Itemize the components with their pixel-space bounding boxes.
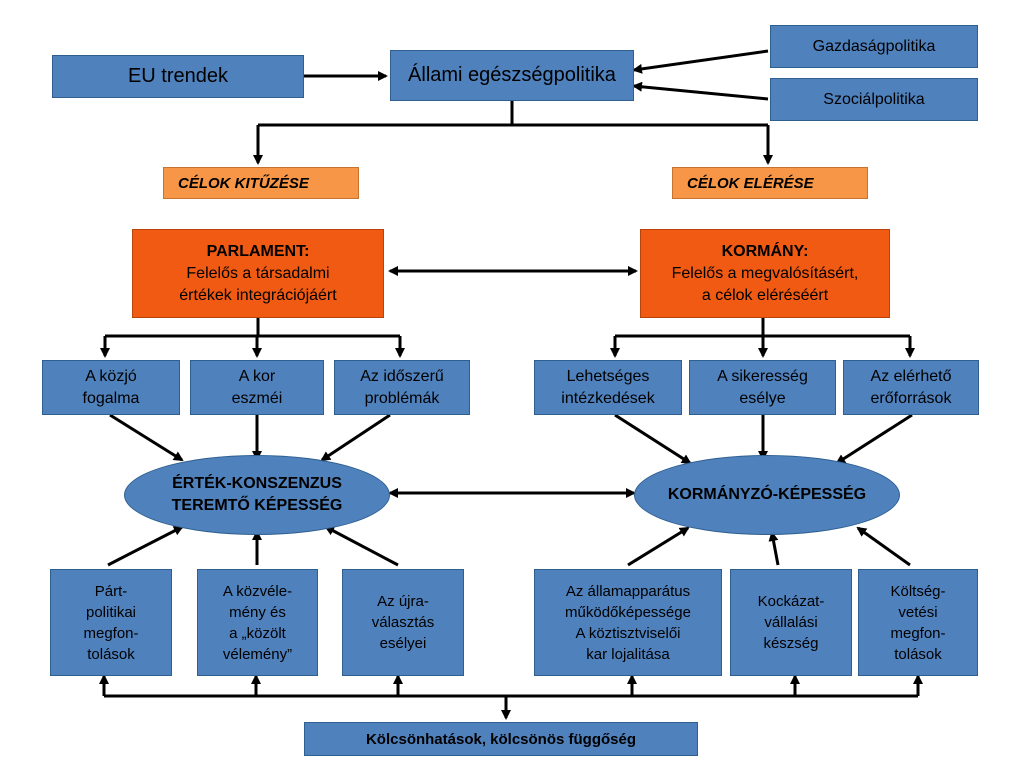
parliament-text: Felelős a társadalmi értékek integrációj…: [179, 264, 337, 304]
goal-setting-label: CÉLOK KITŰZÉSE: [178, 174, 309, 192]
factor-public-opinion-label: A közvéle- mény és a „közölt vélemény”: [222, 582, 293, 663]
factor-state-apparatus: Az államapparátus működőképessége A közt…: [534, 569, 722, 676]
interdependence-label: Kölcsönhatások, kölcsönös függőség: [365, 730, 637, 748]
input-common-good-label: A közjó fogalma: [82, 367, 140, 407]
input-success-chance: A sikeresség esélye: [689, 360, 836, 415]
factor-reelection-label: Az újra- választás esélyei: [371, 593, 435, 652]
interdependence-box: Kölcsönhatások, kölcsönös függőség: [304, 722, 698, 756]
parliament-title: PARLAMENT:: [206, 242, 310, 260]
input-current-problems: Az időszerű problémák: [334, 360, 470, 415]
government-text: Felelős a megvalósításért, a célok eléré…: [671, 264, 859, 304]
value-consensus-label: ÉRTÉK-KONSZENZUS TEREMTŐ KÉPESSÉG: [171, 475, 343, 514]
factor-party-politics-label: Párt- politikai megfon- tolások: [83, 582, 139, 663]
arrow-social-to-state: [632, 81, 769, 101]
input-available-resources-label: Az elérhető erőforrások: [870, 367, 952, 407]
connector-interdependence: [104, 694, 918, 718]
eu-trends-box: EU trendek: [52, 55, 304, 98]
input-success-chance-label: A sikeresség esélye: [717, 367, 808, 407]
connector-state-split: [258, 101, 768, 127]
factor-budget-label: Költség- vetési megfon- tolások: [890, 582, 946, 663]
goal-achieving-label: CÉLOK ELÉRÉSE: [687, 174, 814, 192]
factor-risk-taking-label: Kockázat- vállalási készség: [757, 593, 825, 652]
arrow-economic-to-state: [632, 49, 769, 74]
factor-party-politics: Párt- politikai megfon- tolások: [50, 569, 172, 676]
governing-capacity-label: KORMÁNYZÓ-KÉPESSÉG: [667, 486, 867, 503]
input-available-resources: Az elérhető erőforrások: [843, 360, 979, 415]
social-policy-label: Szociálpolitika: [823, 90, 925, 108]
input-ideas-of-era-label: A kor eszméi: [231, 367, 283, 407]
input-possible-measures: Lehetséges intézkedések: [534, 360, 682, 415]
input-ideas-of-era: A kor eszméi: [190, 360, 324, 415]
government-box: KORMÁNY: Felelős a megvalósításért, a cé…: [640, 229, 890, 318]
value-consensus-ellipse: ÉRTÉK-KONSZENZUS TEREMTŐ KÉPESSÉG: [124, 455, 390, 535]
factor-budget: Költség- vetési megfon- tolások: [858, 569, 978, 676]
connector-parliament-split: [105, 318, 400, 338]
input-common-good: A közjó fogalma: [42, 360, 180, 415]
governing-capacity-ellipse: KORMÁNYZÓ-KÉPESSÉG: [634, 455, 900, 535]
economic-policy-box: Gazdaságpolitika: [770, 25, 978, 68]
government-title: KORMÁNY:: [721, 242, 809, 260]
economic-policy-label: Gazdaságpolitika: [812, 37, 936, 55]
input-possible-measures-label: Lehetséges intézkedések: [561, 367, 655, 407]
factor-risk-taking: Kockázat- vállalási készség: [730, 569, 852, 676]
factor-state-apparatus-label: Az államapparátus működőképessége A közt…: [565, 582, 691, 663]
connector-government-split: [615, 318, 910, 338]
parliament-box: PARLAMENT: Felelős a társadalmi értékek …: [132, 229, 384, 318]
state-health-policy-box: Állami egészségpolitika: [390, 50, 634, 101]
state-health-policy-label: Állami egészségpolitika: [408, 64, 616, 86]
goal-achieving-box: CÉLOK ELÉRÉSE: [672, 167, 868, 199]
input-current-problems-label: Az időszerű problémák: [360, 367, 444, 407]
factor-reelection: Az újra- választás esélyei: [342, 569, 464, 676]
eu-trends-label: EU trendek: [127, 65, 229, 87]
factor-public-opinion: A közvéle- mény és a „közölt vélemény”: [197, 569, 318, 676]
social-policy-box: Szociálpolitika: [770, 78, 978, 121]
goal-setting-box: CÉLOK KITŰZÉSE: [163, 167, 359, 199]
